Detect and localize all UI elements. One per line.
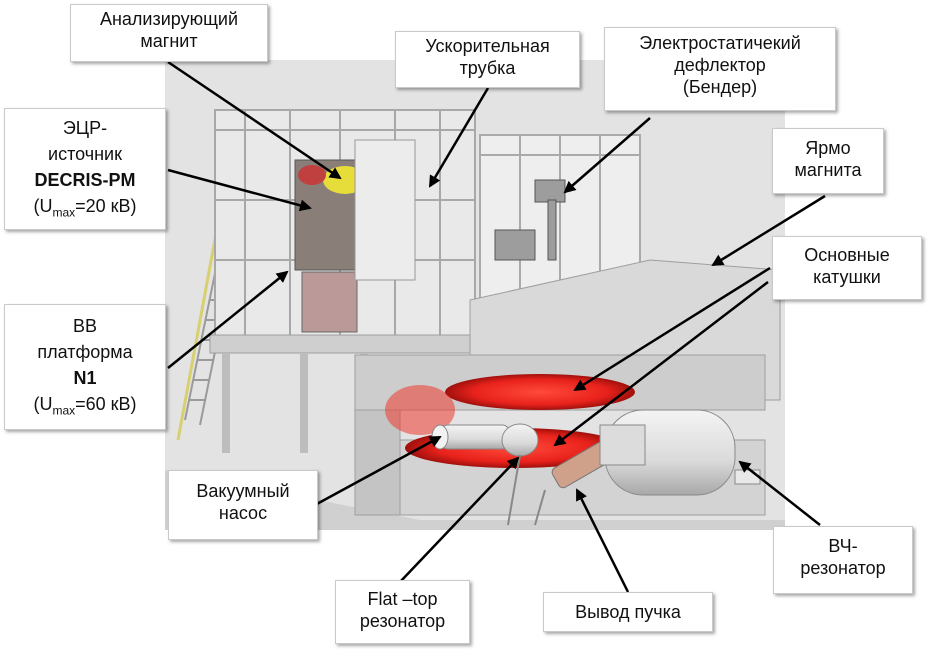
floor-shadow — [165, 470, 785, 530]
label-line: магнита — [794, 160, 862, 180]
umax-subscript: max — [52, 205, 76, 220]
arrow-hv-platform — [167, 270, 289, 369]
label-accel-tube: Ускорительная трубка — [395, 31, 580, 88]
label-line: дефлектор — [674, 55, 766, 75]
label-platform-id: N1 — [73, 368, 97, 388]
umax-value: =60 кВ) — [75, 394, 137, 414]
label-deflector: Электростатичекий дефлектор (Бендер) — [604, 27, 836, 111]
label-beam-output: Вывод пучка — [543, 592, 713, 632]
label-line: Электростатичекий — [639, 33, 801, 53]
label-line: трубка — [459, 58, 516, 78]
label-ecr-source: ЭЦР- источник DECRIS-PM (Umax=20 кВ) — [4, 108, 166, 230]
label-line: Ярмо — [805, 138, 851, 158]
label-line: Основные — [804, 245, 890, 265]
arrow-coil-lower — [553, 281, 769, 447]
label-vacuum-pump: Вакуумный насос — [168, 470, 318, 540]
umax-prefix: (U — [33, 394, 53, 414]
label-flat-top: Flat –top резонатор — [335, 580, 470, 644]
umax-value: =20 кВ) — [75, 196, 137, 216]
deflector-device — [494, 179, 566, 261]
umax-prefix: (U — [33, 196, 53, 216]
arrow-analyzing-magnet — [167, 60, 342, 180]
label-line: катушки — [813, 267, 881, 287]
label-line: Flat –top — [367, 589, 438, 609]
vacuum-pump — [431, 424, 511, 450]
label-model: DECRIS-PM — [34, 170, 136, 190]
callout-arrows — [167, 60, 826, 593]
label-line: ЭЦР- — [62, 118, 108, 138]
label-analyzing-magnet: Анализирующий магнит — [70, 4, 268, 62]
arrow-coil-upper — [573, 266, 771, 392]
label-line: насос — [218, 503, 268, 523]
arrow-ecr-source — [167, 168, 312, 212]
label-umax: (Umax=60 кВ) — [11, 391, 159, 417]
arrow-accel-tube — [428, 87, 490, 188]
arrow-yoke — [711, 194, 826, 267]
coil-glow-left — [385, 385, 455, 435]
label-line: (Бендер) — [682, 77, 758, 97]
label-main-coils: Основные катушки — [772, 236, 922, 300]
label-line: источник — [48, 144, 122, 164]
label-line: магнит — [140, 31, 198, 51]
label-line: Ускорительная — [425, 36, 550, 56]
platform-deck — [209, 334, 481, 354]
label-rf-resonator: ВЧ- резонатор — [773, 526, 913, 594]
label-yoke: Ярмо магнита — [772, 128, 884, 194]
label-line: платформа — [37, 342, 133, 362]
accel-tube — [354, 139, 416, 281]
label-line: ВВ — [72, 316, 97, 336]
rf-resonator — [599, 409, 761, 496]
label-line: резонатор — [800, 558, 886, 578]
label-line: резонатор — [359, 611, 446, 631]
label-hv-platform: ВВ платформа N1 (Umax=60 кВ) — [4, 304, 166, 430]
umax-subscript: max — [52, 403, 76, 418]
label-line: Вакуумный — [196, 481, 290, 501]
arrow-rf-resonator — [738, 460, 821, 526]
label-line: Анализирующий — [99, 9, 239, 29]
label-umax: (Umax=20 кВ) — [11, 193, 159, 219]
arrow-deflector — [563, 117, 651, 194]
label-line: Вывод пучка — [575, 602, 681, 622]
label-line: ВЧ- — [828, 536, 858, 556]
arrow-beam-output — [575, 488, 630, 593]
arrow-vacuum-pump — [314, 435, 442, 507]
arrow-flat-top — [399, 456, 520, 583]
